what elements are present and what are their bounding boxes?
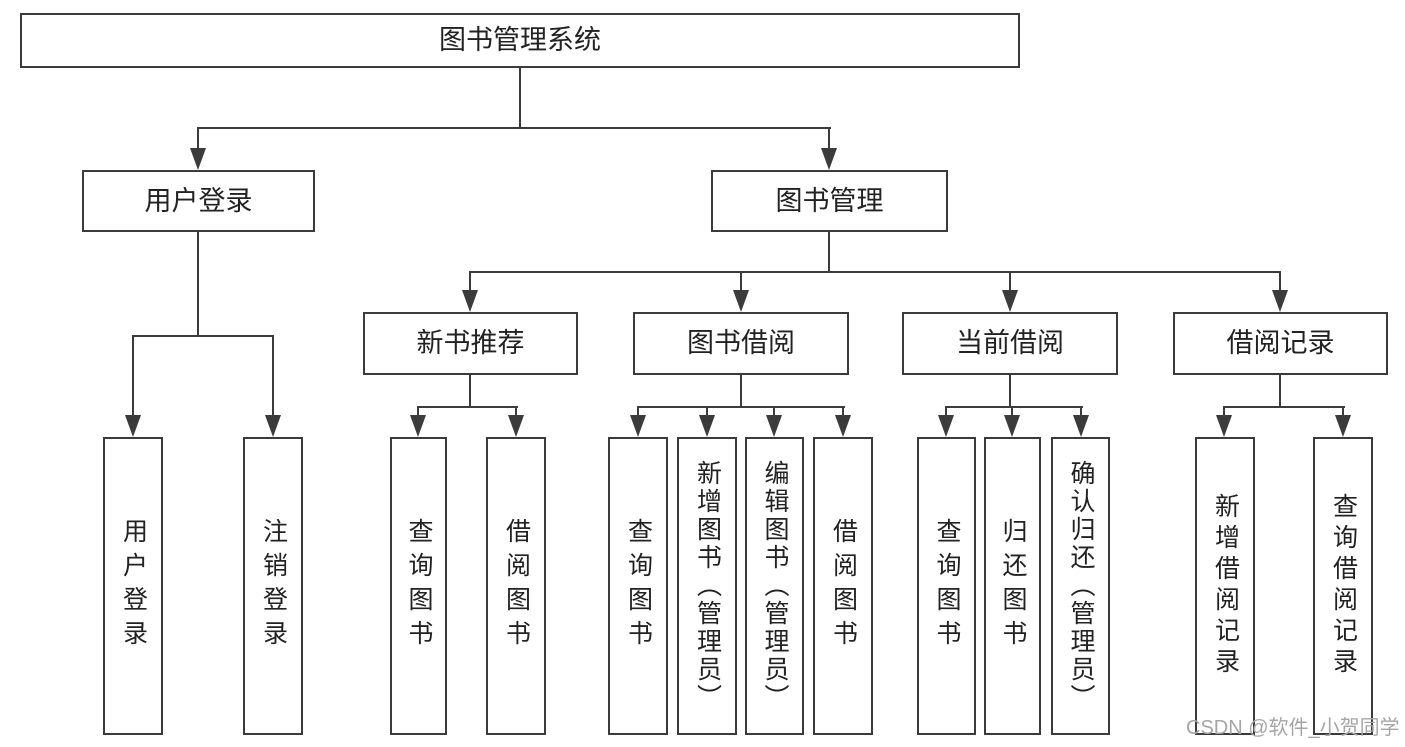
connector-leaf-drop bbox=[773, 406, 775, 418]
arrow-down-icon bbox=[410, 415, 426, 437]
connector-root-stem bbox=[519, 68, 521, 127]
connector-to-user-login bbox=[197, 127, 199, 155]
arrow-down-icon bbox=[630, 415, 646, 437]
arrow-down-icon bbox=[699, 415, 715, 437]
connector-leaf-drop bbox=[637, 406, 639, 418]
node-borrow-records: 借阅记录 bbox=[1173, 312, 1388, 375]
node-new-book-recommend-label: 新书推荐 bbox=[416, 328, 525, 358]
arrow-down-icon bbox=[1272, 290, 1288, 312]
leaf-bb-add-books-admin-label: 新增图书（管理员） bbox=[693, 460, 722, 712]
leaf-cb-return-books: 归还图书 bbox=[984, 437, 1041, 735]
arrow-down-icon bbox=[1002, 290, 1018, 312]
connector-to-leaf-user-login bbox=[132, 335, 134, 420]
connector-book-management-bar bbox=[469, 271, 1281, 273]
csdn-watermark: CSDN @软件_小贺同学 bbox=[1186, 717, 1400, 739]
leaf-user-login: 用户登录 bbox=[103, 437, 163, 735]
node-user-login-label: 用户登录 bbox=[144, 185, 253, 216]
arrow-down-icon bbox=[835, 415, 851, 437]
leaf-cb-query-books: 查询图书 bbox=[917, 437, 976, 735]
leaf-cb-confirm-return-admin: 确认归还（管理员） bbox=[1051, 437, 1110, 735]
node-current-borrow: 当前借阅 bbox=[902, 312, 1118, 375]
node-current-borrow-label: 当前借阅 bbox=[956, 328, 1064, 358]
arrow-down-icon bbox=[821, 148, 837, 170]
connector-to-new-book-recommend bbox=[469, 271, 471, 293]
leaf-nb-query-books-label: 查询图书 bbox=[405, 518, 433, 654]
connector-borrow-records-bar bbox=[1223, 406, 1345, 408]
connector-to-current-borrow bbox=[1009, 271, 1011, 293]
leaf-br-add-record: 新增借阅记录 bbox=[1195, 437, 1255, 735]
leaf-br-add-record-label: 新增借阅记录 bbox=[1211, 493, 1240, 679]
node-user-login: 用户登录 bbox=[82, 170, 315, 232]
leaf-br-query-record: 查询借阅记录 bbox=[1313, 437, 1373, 735]
leaf-cb-query-books-label: 查询图书 bbox=[933, 518, 961, 654]
connector-to-book-borrow bbox=[740, 271, 742, 293]
connector-book-management-stem bbox=[828, 232, 830, 271]
connector-leaf-drop bbox=[417, 406, 419, 418]
connector-to-book-management bbox=[828, 127, 830, 155]
leaf-cb-return-books-label: 归还图书 bbox=[999, 518, 1027, 654]
leaf-nb-query-books: 查询图书 bbox=[390, 437, 447, 735]
leaf-nb-borrow-books: 借阅图书 bbox=[486, 437, 546, 735]
connector-current-borrow-bar bbox=[945, 406, 1083, 408]
leaf-cb-confirm-return-admin-label: 确认归还（管理员） bbox=[1067, 460, 1095, 712]
arrow-down-icon bbox=[462, 290, 478, 312]
arrow-down-icon bbox=[1335, 415, 1351, 437]
connector-leaf-drop bbox=[1011, 406, 1013, 418]
node-book-borrow: 图书借阅 bbox=[633, 312, 849, 375]
connector-leaf-drop bbox=[1080, 406, 1082, 418]
connector-leaf-drop bbox=[1223, 406, 1225, 418]
leaf-bb-query-books-label: 查询图书 bbox=[624, 518, 653, 654]
arrow-down-icon bbox=[125, 415, 141, 437]
connector-leaf-drop bbox=[515, 406, 517, 418]
leaf-bb-query-books: 查询图书 bbox=[608, 437, 668, 735]
arrow-down-icon bbox=[1004, 415, 1020, 437]
leaf-bb-edit-books-admin: 编辑图书（管理员） bbox=[745, 437, 804, 735]
node-root-label: 图书管理系统 bbox=[439, 25, 601, 55]
connector-leaf-drop bbox=[945, 406, 947, 418]
connector-leaf-drop bbox=[706, 406, 708, 418]
connector-user-login-bar bbox=[132, 335, 274, 337]
arrow-down-icon bbox=[766, 415, 782, 437]
node-borrow-records-label: 借阅记录 bbox=[1226, 328, 1335, 358]
connector-to-leaf-logout bbox=[272, 335, 274, 420]
leaf-bb-borrow-books-label: 借阅图书 bbox=[829, 518, 858, 654]
leaf-user-login-label: 用户登录 bbox=[119, 518, 148, 654]
node-book-management-label: 图书管理 bbox=[775, 185, 884, 216]
connector-to-borrow-records bbox=[1279, 271, 1281, 293]
arrow-down-icon bbox=[265, 415, 281, 437]
connector-book-borrow-stem bbox=[740, 375, 742, 406]
leaf-bb-edit-books-admin-label: 编辑图书（管理员） bbox=[761, 460, 789, 712]
connector-root-bar bbox=[197, 127, 831, 129]
connector-leaf-drop bbox=[842, 406, 844, 418]
connector-new-book-recommend-stem bbox=[469, 375, 471, 406]
arrow-down-icon bbox=[1073, 415, 1089, 437]
leaf-logout-label: 注销登录 bbox=[259, 518, 288, 654]
connector-user-login-stem bbox=[197, 232, 199, 335]
connector-new-book-recommend-bar bbox=[417, 406, 518, 408]
leaf-logout: 注销登录 bbox=[243, 437, 303, 735]
node-new-book-recommend: 新书推荐 bbox=[363, 312, 578, 375]
leaf-bb-borrow-books: 借阅图书 bbox=[813, 437, 873, 735]
connector-book-borrow-bar bbox=[637, 406, 845, 408]
arrow-down-icon bbox=[938, 415, 954, 437]
connector-current-borrow-stem bbox=[1009, 375, 1011, 406]
connector-borrow-records-stem bbox=[1279, 375, 1281, 406]
arrow-down-icon bbox=[508, 415, 524, 437]
arrow-down-icon bbox=[733, 290, 749, 312]
leaf-br-query-record-label: 查询借阅记录 bbox=[1329, 493, 1358, 679]
leaf-nb-borrow-books-label: 借阅图书 bbox=[502, 518, 531, 654]
node-book-management: 图书管理 bbox=[711, 170, 948, 232]
arrow-down-icon bbox=[1216, 415, 1232, 437]
connector-leaf-drop bbox=[1342, 406, 1344, 418]
arrow-down-icon bbox=[190, 148, 206, 170]
node-root: 图书管理系统 bbox=[20, 13, 1020, 68]
leaf-bb-add-books-admin: 新增图书（管理员） bbox=[677, 437, 737, 735]
node-book-borrow-label: 图书借阅 bbox=[687, 328, 795, 358]
